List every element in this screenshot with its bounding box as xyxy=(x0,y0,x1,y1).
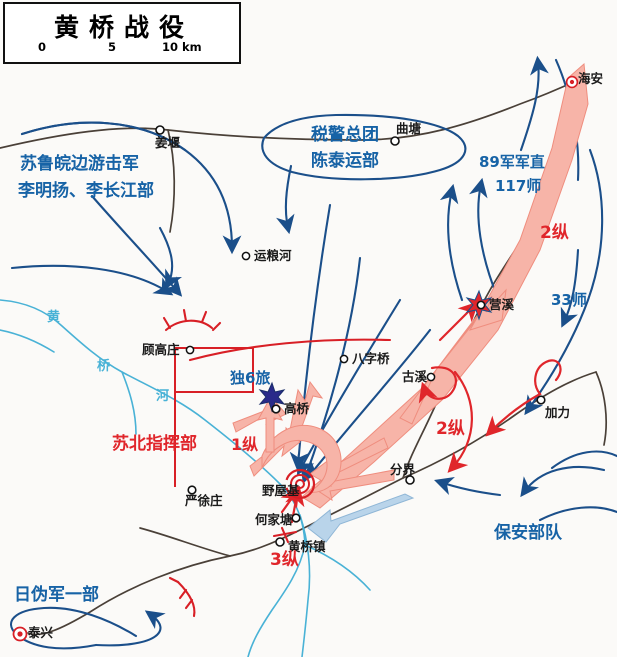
force-label-2nd-column-south: 2纵 xyxy=(436,419,465,439)
place-dot-qutang xyxy=(390,136,400,146)
page-title: 黄桥战役 xyxy=(53,13,194,42)
place-dot-jiangyan xyxy=(155,125,165,135)
blue-force-arrows xyxy=(10,55,606,647)
place-dot-huangqiao xyxy=(275,537,285,547)
force-label-security-forces: 保安部队 xyxy=(494,523,562,543)
force-label-north-jiangsu-hq: 苏北指挥部 xyxy=(112,434,197,454)
place-label-qutang: 曲塘 xyxy=(396,121,422,136)
place-dot-guxi xyxy=(426,372,436,382)
place-label-yanxuzhuang: 严徐庄 xyxy=(185,493,223,508)
force-label-tax-police-corps: 税警总团 xyxy=(311,125,379,145)
place-dot-fenjie xyxy=(405,475,415,485)
scale-tick-0: 0 xyxy=(38,40,47,54)
river-label-char-1: 黄 xyxy=(47,310,61,325)
place-label-hejiatang: 何家塘 xyxy=(255,512,293,527)
place-dot-gaoqiao xyxy=(271,404,281,414)
place-label-jiangyan: 姜堰 xyxy=(155,135,181,150)
place-dot-gugaozhuang xyxy=(185,345,195,355)
force-label-chen-taiyun: 陈泰运部 xyxy=(311,151,379,171)
place-dot-yunlianghe xyxy=(241,251,251,261)
place-label-bazibridge: 八字桥 xyxy=(352,351,390,366)
river-label-char-3: 河 xyxy=(156,389,170,404)
place-label-yewuji: 野屋基 xyxy=(262,483,300,498)
place-label-yunlianghe: 运粮河 xyxy=(254,248,292,263)
place-label-gugaozhuang: 顾高庄 xyxy=(142,342,180,357)
force-label-li-units: 李明扬、李长江部 xyxy=(18,181,154,201)
force-label-1st-column: 1纵 xyxy=(231,435,259,454)
scale-tick-5: 5 xyxy=(108,40,117,54)
battle-star-gaoqiao xyxy=(258,381,286,413)
light-blue-attack-arrow xyxy=(307,493,415,543)
force-label-independent-6th-brigade: 独6旅 xyxy=(230,369,271,387)
place-label-jiali: 加力 xyxy=(545,405,571,420)
force-label-117th-division: 117师 xyxy=(495,177,542,195)
force-label-guerrilla-army: 苏鲁皖边游击军 xyxy=(20,154,139,174)
place-symbols xyxy=(12,75,579,642)
place-label-huangqiao: 黄桥镇 xyxy=(288,539,326,554)
place-dot-yingxi xyxy=(476,300,486,310)
scale-tick-10: 10 km xyxy=(162,40,202,54)
red-defense-lines xyxy=(162,308,392,618)
place-label-taixing: 泰兴 xyxy=(28,625,54,640)
place-label-gaoqiao: 高桥 xyxy=(284,401,310,416)
place-label-yingxi: 营溪 xyxy=(489,297,515,312)
force-label-89th-army-hq: 89军军直 xyxy=(479,153,545,171)
blue-force-lines-plain xyxy=(10,58,617,650)
place-label-fenjie: 分界 xyxy=(390,462,416,477)
place-dot-taixing xyxy=(12,626,28,642)
force-label-3rd-column: 3纵 xyxy=(270,550,299,570)
place-dot-jiali xyxy=(536,395,546,405)
place-dot-bazibridge xyxy=(339,354,349,364)
force-label-33rd-division: 33师 xyxy=(551,291,587,309)
encirclement-symbol xyxy=(284,468,316,500)
place-dot-hejiatang xyxy=(291,513,301,523)
command-post-flag xyxy=(174,347,254,487)
force-label-2nd-column-north: 2纵 xyxy=(540,223,569,243)
place-dot-haian xyxy=(565,75,579,89)
river-label-char-2: 桥 xyxy=(97,359,111,374)
force-label-japanese-puppet: 日伪军一部 xyxy=(14,585,99,605)
place-label-haian: 海安 xyxy=(578,71,604,86)
title-cartouche: 黄桥战役 0 5 10 km xyxy=(3,2,241,64)
place-dot-yanxuzhuang xyxy=(187,485,197,495)
place-label-guxi: 古溪 xyxy=(402,369,428,384)
